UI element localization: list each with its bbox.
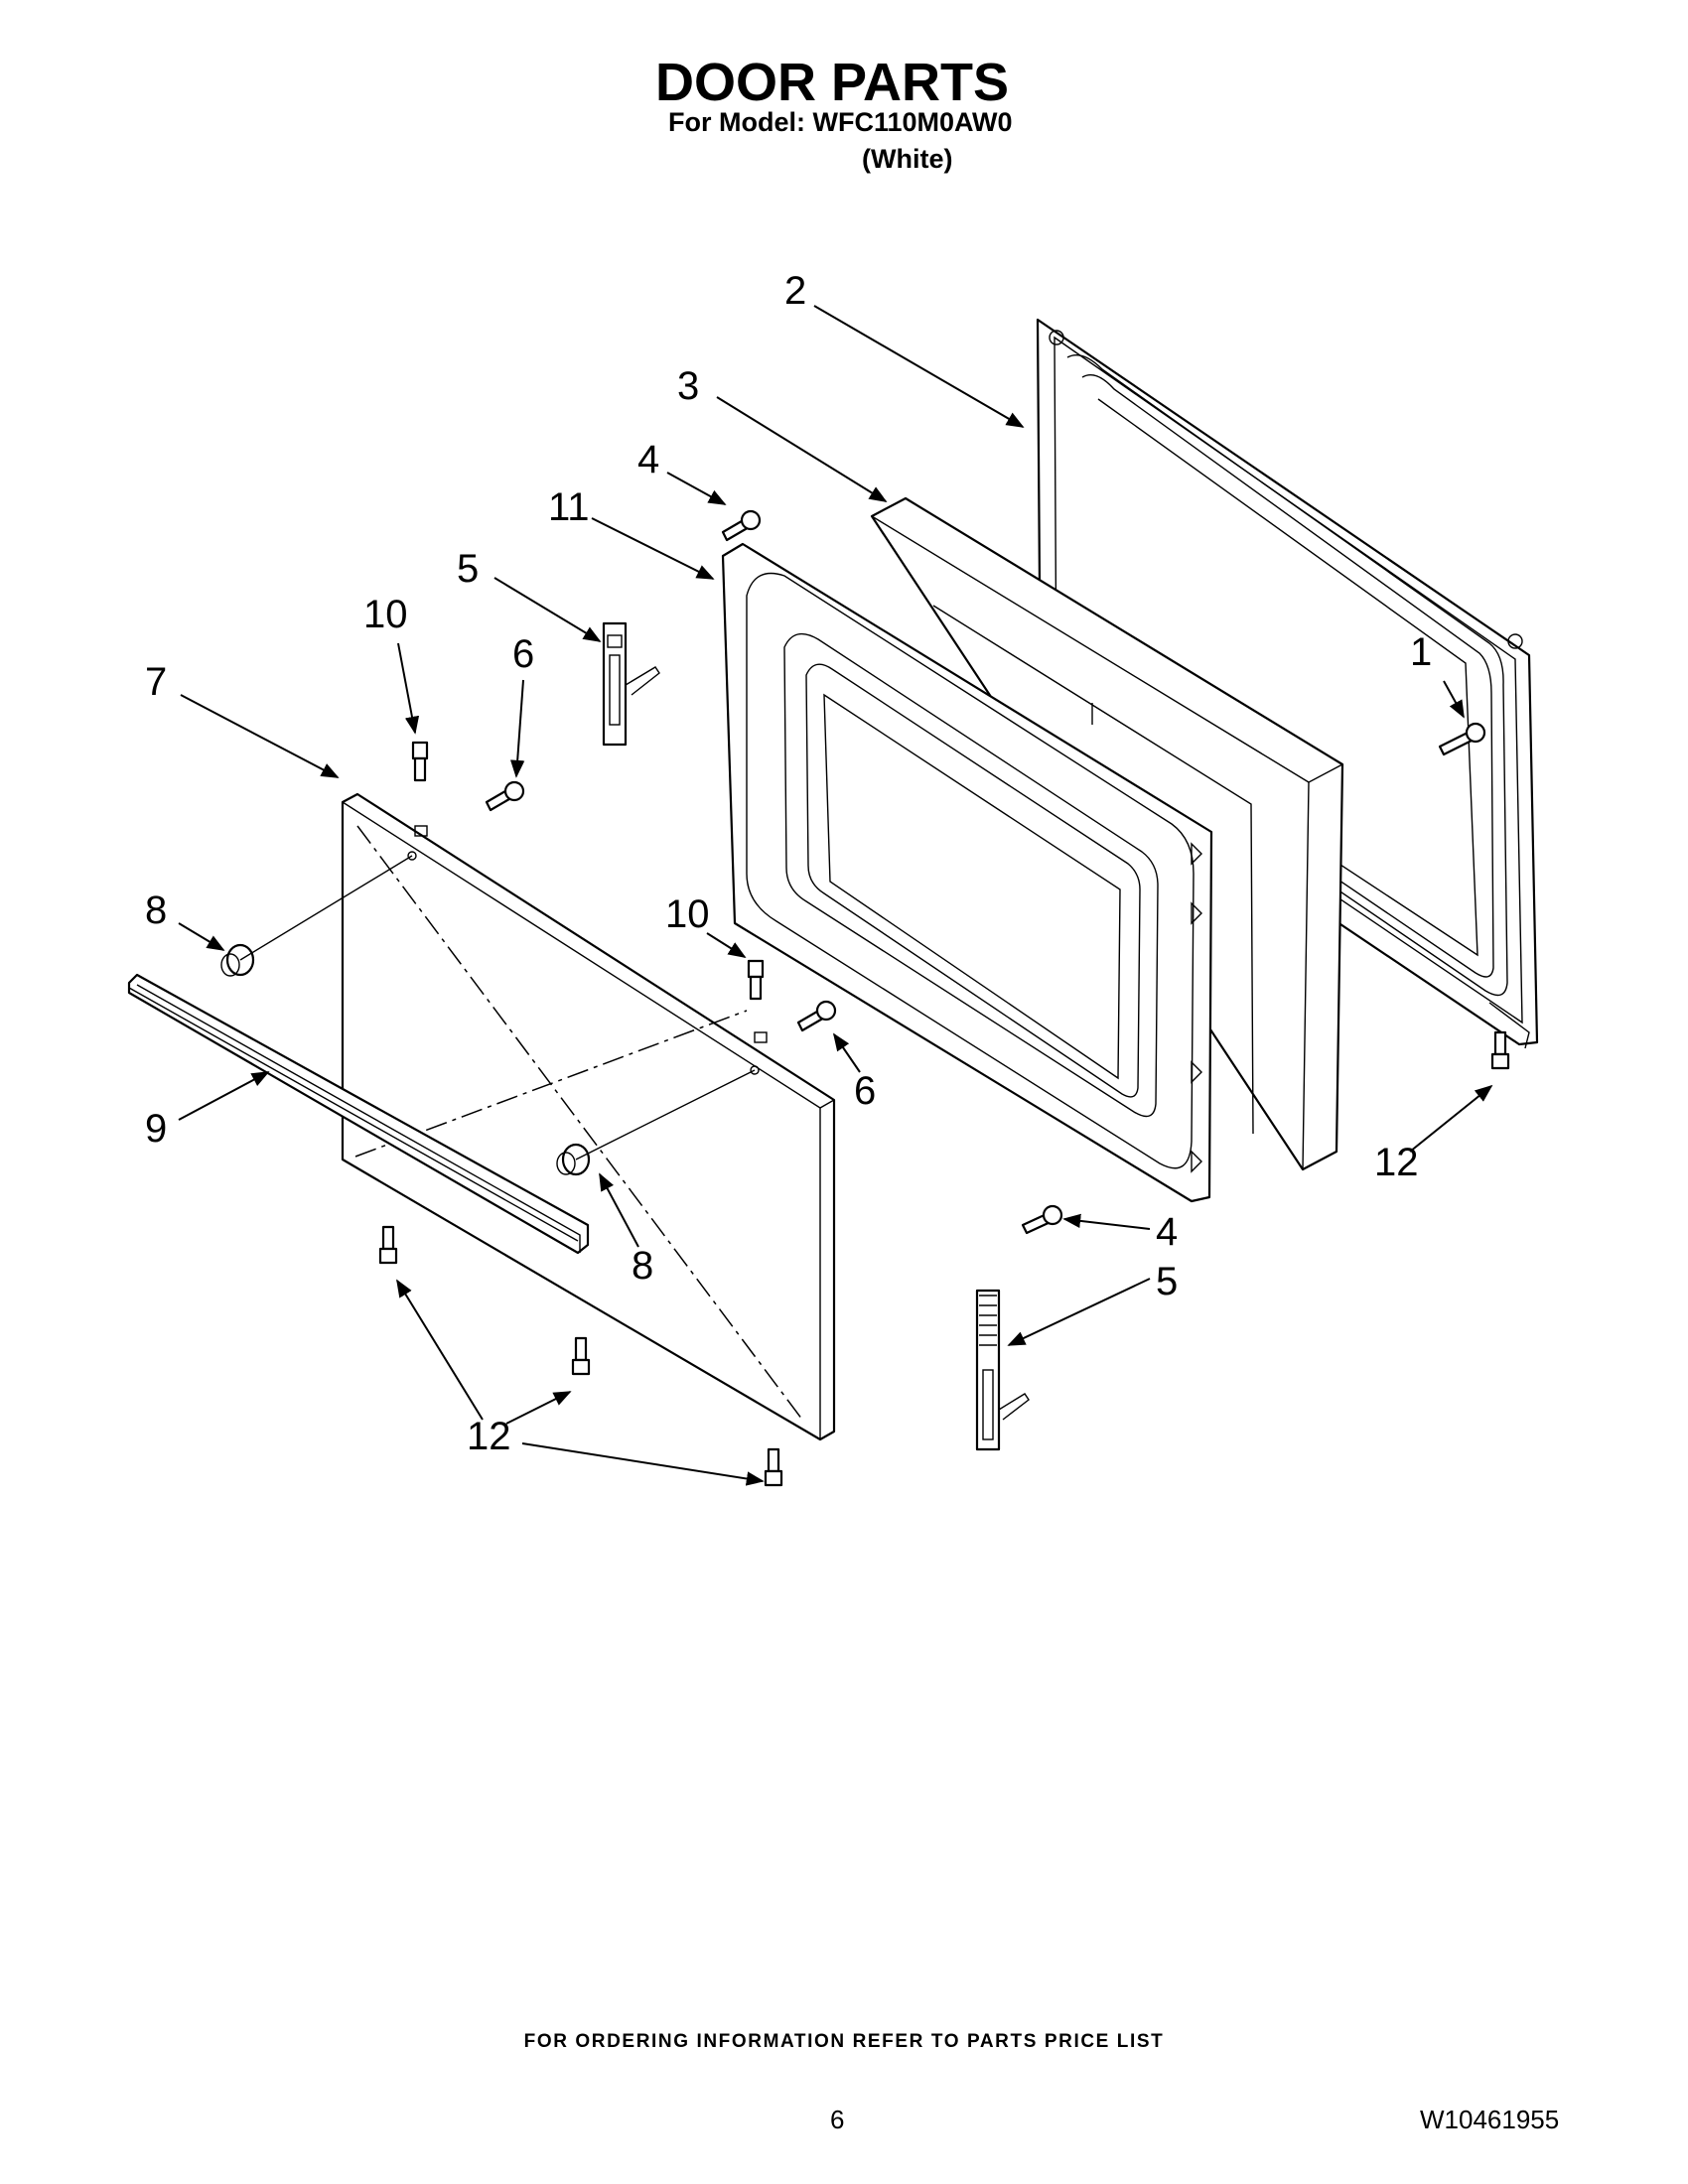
callout-12-door: 12: [467, 1415, 511, 1458]
handle-trim: [127, 973, 590, 1255]
color-line: (White): [862, 144, 953, 174]
screw-part-6-lower: [796, 1000, 837, 1032]
callout-1: 1: [1410, 630, 1432, 674]
document-number: W10461955: [1420, 2105, 1560, 2134]
outer-door-panel: [341, 792, 836, 1441]
screw-part-6-upper: [485, 780, 525, 812]
callout-4-lower: 4: [1156, 1210, 1178, 1254]
callout-6-lower: 6: [854, 1069, 876, 1113]
screw-part-12-liner: [1490, 1030, 1510, 1070]
callout-5-lower: 5: [1156, 1260, 1178, 1303]
callout-10-upper: 10: [363, 593, 408, 636]
callout-3: 3: [677, 364, 699, 408]
callout-2: 2: [784, 269, 806, 313]
hinge-upper: [602, 621, 660, 747]
screw-part-4-upper: [721, 509, 762, 542]
callout-5-upper: 5: [457, 547, 479, 591]
spacer-right: [556, 1069, 756, 1176]
inner-door-liner: [1036, 318, 1539, 1049]
screw-part-12-door-right: [764, 1447, 783, 1487]
spacer-left: [220, 855, 413, 977]
ordering-note: FOR ORDERING INFORMATION REFER TO PARTS …: [523, 2031, 1165, 2052]
callout-8-left: 8: [145, 888, 167, 932]
inner-door-panel: [721, 542, 1213, 1203]
callout-10-lower: 10: [665, 892, 710, 936]
screw-part-12-door-left: [378, 1225, 398, 1265]
hinge-lower: [975, 1289, 1030, 1451]
callout-11: 11: [548, 485, 590, 529]
page-number: 6: [830, 2105, 845, 2134]
callout-6-upper: 6: [512, 632, 534, 676]
leader-lines: [178, 305, 1493, 1486]
screw-part-1: [1438, 722, 1486, 756]
callout-7: 7: [145, 660, 167, 704]
model-line: For Model: WFC110M0AW0: [668, 107, 1013, 137]
callout-9: 9: [145, 1107, 167, 1151]
screw-part-12-door-middle: [571, 1336, 591, 1376]
page-title: DOOR PARTS: [655, 53, 1010, 112]
callout-8-right: 8: [632, 1244, 653, 1288]
screw-part-4-lower: [1021, 1204, 1063, 1235]
screw-part-10-upper: [411, 741, 429, 782]
screw-part-10-lower: [747, 959, 765, 1001]
callout-4-upper: 4: [637, 438, 659, 481]
callout-12-liner: 12: [1374, 1141, 1419, 1184]
